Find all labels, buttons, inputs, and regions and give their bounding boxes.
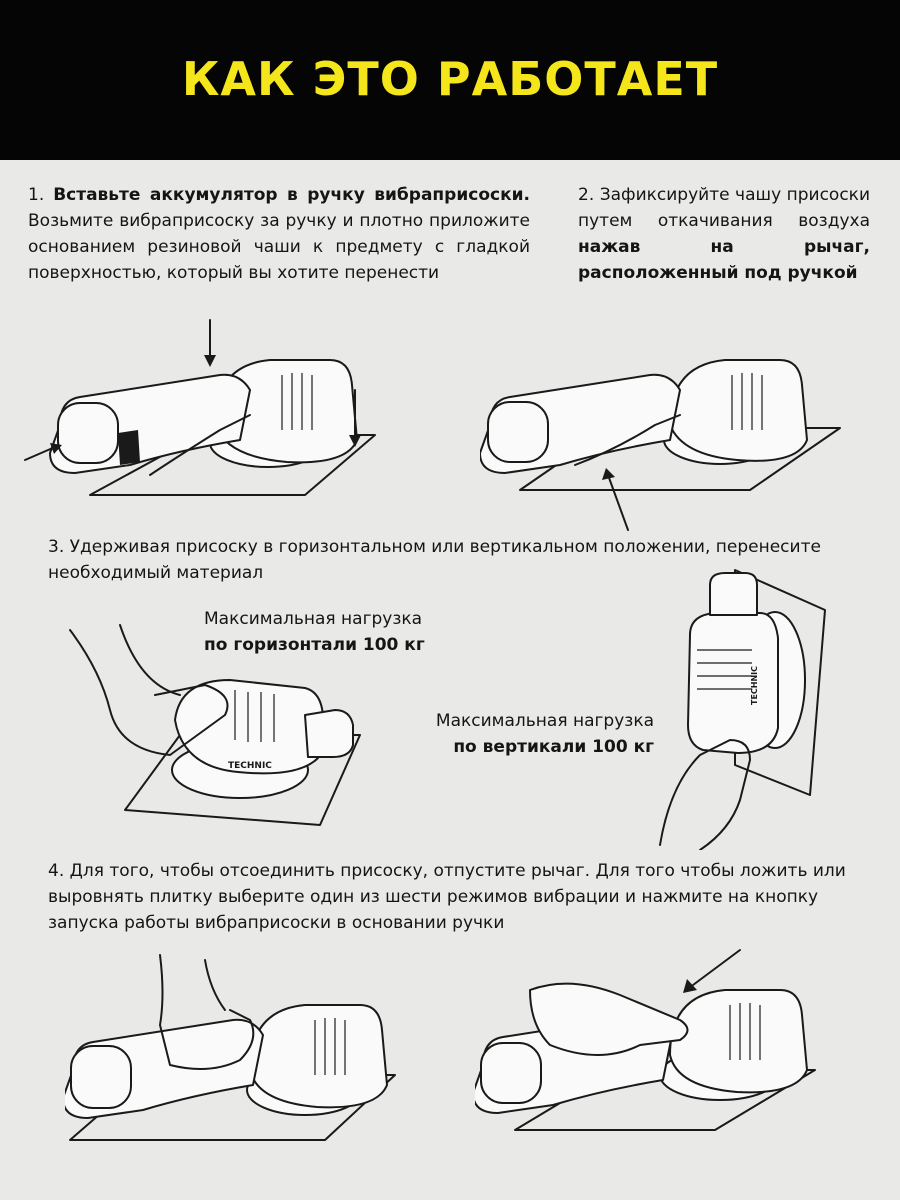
vertical-load-value: по вертикали 100 кг: [453, 737, 654, 757]
page-title: КАК ЭТО РАБОТАЕТ: [181, 52, 719, 106]
step3-text: 3. Удерживая присоску в горизонтальном и…: [48, 537, 821, 583]
step1-body: Возьмите вибраприсоску за ручку и плотно…: [28, 211, 530, 283]
step2-bold: нажав на рычаг, расположенный под ручкой: [578, 237, 870, 283]
step1-number: 1.: [28, 185, 45, 205]
vertical-load-label: Максимальная нагрузка: [435, 711, 654, 731]
step4-text: 4. Для того, чтобы отсоединить присоску,…: [48, 861, 846, 933]
brand-label-horizontal: TECHNIC: [228, 761, 272, 771]
brand-label-vertical: TECHNIC: [750, 666, 759, 705]
illustration-step2: [480, 359, 841, 531]
step2-text: 2. Зафиксируйте чашу присоски путем отка…: [578, 182, 870, 286]
step1-bold: Вставьте аккумулятор в ручку вибраприсос…: [53, 185, 530, 205]
illustration-release: [65, 954, 396, 1141]
horizontal-load-label: Максимальная нагрузка: [204, 609, 423, 629]
step2-body: Зафиксируйте чашу присоски путем откачив…: [578, 185, 870, 231]
illustration-vertical: TECHNIC: [659, 569, 826, 850]
illustration-step1: [24, 319, 376, 496]
vertical-load: Максимальная нагрузка по вертикали 100 к…: [404, 708, 654, 760]
step2-number: 2.: [578, 185, 595, 205]
header-banner: КАК ЭТО РАБОТАЕТ: [0, 0, 900, 160]
horizontal-load-value: по горизонтали 100 кг: [204, 635, 425, 655]
step1-text: 1. Вставьте аккумулятор в ручку вибрапри…: [28, 182, 530, 286]
illustration-start-button: [475, 949, 816, 1131]
horizontal-load: Максимальная нагрузка по горизонтали 100…: [204, 606, 464, 658]
illustration-horizontal: TECHNIC: [69, 624, 361, 826]
